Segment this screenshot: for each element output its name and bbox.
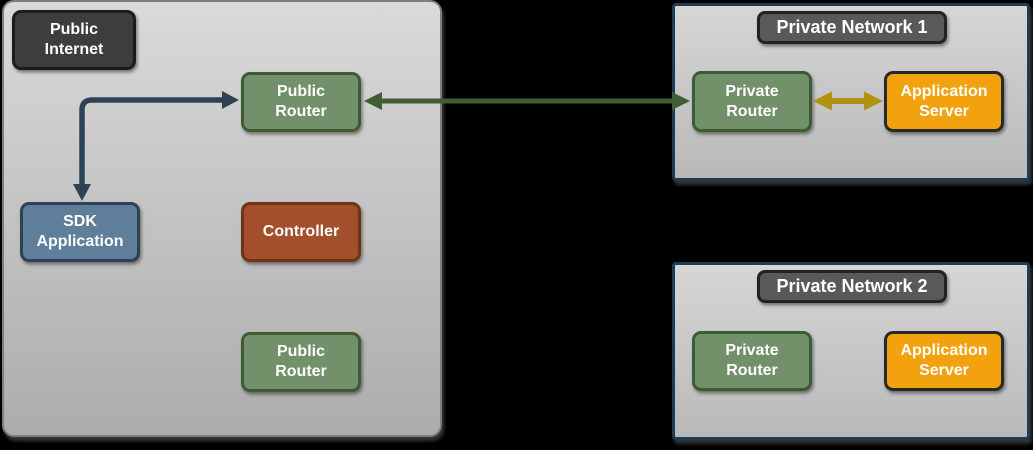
node-controller: Controller <box>241 202 361 262</box>
node-application-server-1: Application Server <box>884 71 1004 132</box>
node-sdk-application: SDK Application <box>20 202 140 262</box>
node-application-server-2: Application Server <box>884 331 1004 391</box>
private-network-2-title: Private Network 2 <box>757 270 947 303</box>
node-public-router-bottom: Public Router <box>241 332 361 392</box>
node-public-router-top: Public Router <box>241 72 361 132</box>
public-internet-label: Public Internet <box>12 10 136 70</box>
private-network-1-title: Private Network 1 <box>757 11 947 44</box>
node-private-router-1: Private Router <box>692 71 812 132</box>
node-private-router-2: Private Router <box>692 331 812 391</box>
